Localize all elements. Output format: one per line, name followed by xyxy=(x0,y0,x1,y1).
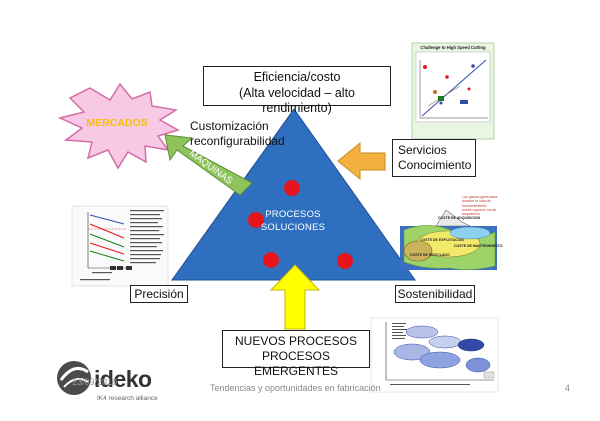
machines-arrow xyxy=(164,134,253,196)
precision-label: Precisión xyxy=(134,287,184,301)
ideko-logo-tagline: IK4 research alliance xyxy=(97,395,158,402)
footer-date: 23/09/2010 xyxy=(72,377,118,387)
efficiency-cost-box: Eficiencia/costo (Alta velocidad – alto … xyxy=(203,66,391,115)
new-processes-line1: NUEVOS PROCESOS xyxy=(234,334,358,348)
sustain-item-4: COSTE DE RECICLADO xyxy=(410,253,450,257)
hsc-chart-thumbnail xyxy=(411,42,495,140)
efficiency-cost-subtitle: (Alta velocidad – alto rendimiento) xyxy=(238,85,356,116)
triangle-line2: SOLUCIONES xyxy=(260,221,326,233)
red-dot-bottom xyxy=(263,252,279,268)
sustainability-thumbnail xyxy=(400,194,497,270)
sustainability-label: Sostenibilidad xyxy=(397,287,473,301)
precision-chart-thumbnail xyxy=(71,205,169,287)
sustain-note: Los gastos generados durante la vida de … xyxy=(462,195,498,217)
triangle-line1: PROCESOS xyxy=(265,209,321,220)
precision-box: Precisión xyxy=(130,285,188,303)
customization-line1: Customización xyxy=(190,119,269,133)
page-number: 4 xyxy=(565,383,571,393)
efficiency-cost-title: Eficiencia/costo xyxy=(253,70,341,84)
bubble-chart-thumbnail xyxy=(370,317,499,393)
markets-burst xyxy=(57,82,180,170)
services-knowledge-box: Servicios Conocimiento xyxy=(392,139,476,177)
red-dot-top xyxy=(284,180,300,196)
services-label: Servicios xyxy=(398,143,447,157)
ideko-logo-text: ideko xyxy=(94,366,152,392)
new-processes-arrow xyxy=(269,264,321,330)
red-dot-right xyxy=(337,253,353,269)
footer-title: Tendencias y oportunidades en fabricació… xyxy=(210,383,381,393)
customization-line2: reconfigurabilidad xyxy=(190,134,285,148)
new-processes-line2: PROCESOS EMERGENTES xyxy=(253,349,338,378)
red-dot-left xyxy=(248,212,264,228)
new-processes-box: NUEVOS PROCESOS PROCESOS EMERGENTES xyxy=(222,330,370,378)
sustain-item-1: COSTE DE ADQUISICION xyxy=(438,216,481,220)
sustain-item-3: COSTE DE MANTENIMIENTO xyxy=(454,244,503,248)
knowledge-label: Conocimiento xyxy=(398,158,472,172)
sustain-item-2: COSTE DE EXPLOTACION xyxy=(420,238,464,242)
triangle-label: PROCESOS SOLUCIONES xyxy=(248,209,338,235)
services-arrow xyxy=(337,141,386,181)
ideko-logo-mark xyxy=(57,361,91,395)
customization-label: Customización reconfigurabilidad xyxy=(190,119,285,149)
sustainability-box: Sostenibilidad xyxy=(395,285,475,303)
